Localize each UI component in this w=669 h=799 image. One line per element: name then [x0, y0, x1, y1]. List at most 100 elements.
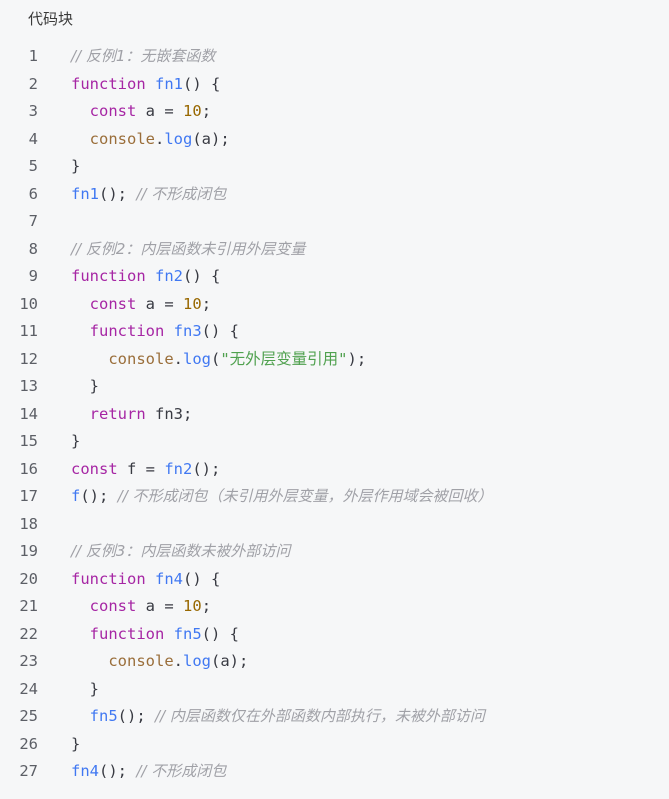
keyword-token: function [89, 624, 165, 643]
code-text: const a = 10; [71, 291, 211, 319]
plain-token: } [71, 157, 81, 175]
function-name-token: fn3 [173, 322, 202, 340]
plain-token [71, 350, 108, 368]
line-number: 23 [19, 652, 38, 670]
line-number: 3 [28, 102, 38, 120]
plain-token: } [71, 734, 81, 753]
code-line: 6 fn1(); // 不形成闭包 [0, 181, 669, 209]
plain-token: fn3; [145, 404, 193, 423]
function-name-token: f [71, 487, 81, 505]
plain-token: a = [136, 102, 184, 120]
code-text: fn4(); // 不形成闭包 [71, 758, 226, 786]
function-name-token: fn2 [164, 459, 193, 478]
plain-token: f = [117, 459, 165, 478]
plain-token: a = [136, 294, 184, 313]
function-name-token: fn5 [173, 624, 202, 643]
plain-token: () { [183, 569, 221, 588]
plain-token: () { [201, 322, 239, 340]
plain-token: () { [183, 74, 221, 93]
code-text: f(); // 不形成闭包（未引用外层变量，外层作用域会被回收） [71, 483, 493, 511]
code-line: 9 function fn2() { [0, 263, 669, 291]
function-name-token: fn2 [155, 267, 183, 285]
line-number: 26 [19, 734, 38, 753]
code-text: function fn2() { [71, 263, 220, 291]
code-line: 26} [0, 731, 669, 759]
line-number: 21 [19, 597, 38, 615]
code-text: fn1(); // 不形成闭包 [71, 181, 226, 209]
code-text: // 反例2：内层函数未引用外层变量 [71, 236, 305, 264]
line-number: 13 [19, 377, 38, 395]
code-line: 4 console.log(a); [0, 126, 669, 154]
line-number: 15 [19, 432, 38, 450]
plain-token: (); [117, 707, 155, 725]
plain-token [146, 75, 155, 93]
keyword-token: const [89, 294, 137, 313]
line-number: 17 [19, 487, 38, 505]
plain-token: . [173, 349, 183, 368]
plain-token: ( [211, 349, 221, 368]
number-token: 10 [183, 102, 202, 120]
line-number: 4 [28, 129, 38, 148]
code-line: 12 console.log("无外层变量引用"); [0, 346, 669, 374]
keyword-token: const [71, 459, 118, 478]
code-line: 18 [0, 511, 669, 539]
plain-token: . [155, 129, 165, 148]
code-line: 3 const a = 10; [0, 98, 669, 126]
plain-token [146, 570, 155, 588]
keyword-token: function [89, 322, 165, 340]
plain-token: (); [99, 762, 137, 780]
comment-token: // 内层函数仅在外部函数内部执行，未被外部访问 [155, 707, 485, 725]
comment-token: // 反例3：内层函数未被外部访问 [71, 542, 291, 560]
code-line: 2 function fn1() { [0, 71, 669, 99]
code-text: } [71, 153, 80, 181]
code-text: fn5(); // 内层函数仅在外部函数内部执行，未被外部访问 [71, 703, 485, 731]
code-text: // 反例3：内层函数未被外部访问 [71, 538, 290, 566]
code-text: function fn5() { [71, 621, 239, 649]
plain-token [71, 102, 90, 120]
code-text: } [71, 676, 99, 704]
code-text: // 反例1：无嵌套函数 [71, 43, 215, 71]
code-line: 15} [0, 428, 669, 456]
line-number: 11 [19, 322, 38, 340]
code-line: 11 function fn3() { [0, 318, 669, 346]
plain-token [146, 267, 155, 285]
code-text: const a = 10; [71, 98, 211, 126]
function-name-token: fn4 [155, 569, 183, 588]
string-token: "无外层变量引用" [220, 349, 348, 368]
keyword-token: function [71, 74, 146, 93]
line-number: 5 [28, 157, 38, 175]
code-text: } [71, 373, 99, 401]
line-number: 9 [28, 267, 38, 285]
line-number: 22 [19, 624, 38, 643]
builtin-token: console [108, 652, 174, 670]
code-line: 10 const a = 10; [0, 291, 669, 319]
code-text: } [71, 428, 80, 456]
function-name-token: fn1 [155, 74, 183, 93]
plain-token: ; [201, 294, 212, 313]
plain-token [71, 295, 90, 313]
plain-token: ; [201, 102, 212, 120]
plain-token: } [71, 377, 99, 395]
function-name-token: log [183, 349, 211, 368]
code-line: 13 } [0, 373, 669, 401]
line-number: 8 [28, 239, 38, 258]
plain-token [71, 625, 90, 643]
plain-token: ); [347, 349, 367, 368]
builtin-token: console [89, 129, 155, 148]
line-number: 2 [28, 74, 38, 93]
plain-token [71, 652, 108, 670]
line-number: 6 [28, 184, 38, 203]
code-line: 5} [0, 153, 669, 181]
code-line: 24 } [0, 676, 669, 704]
plain-token [71, 597, 90, 615]
plain-token [71, 707, 90, 725]
function-name-token: fn5 [89, 707, 118, 725]
number-token: 10 [183, 294, 202, 313]
plain-token: (); [99, 184, 137, 203]
plain-token: (a); [211, 652, 249, 670]
line-number: 12 [19, 349, 38, 368]
